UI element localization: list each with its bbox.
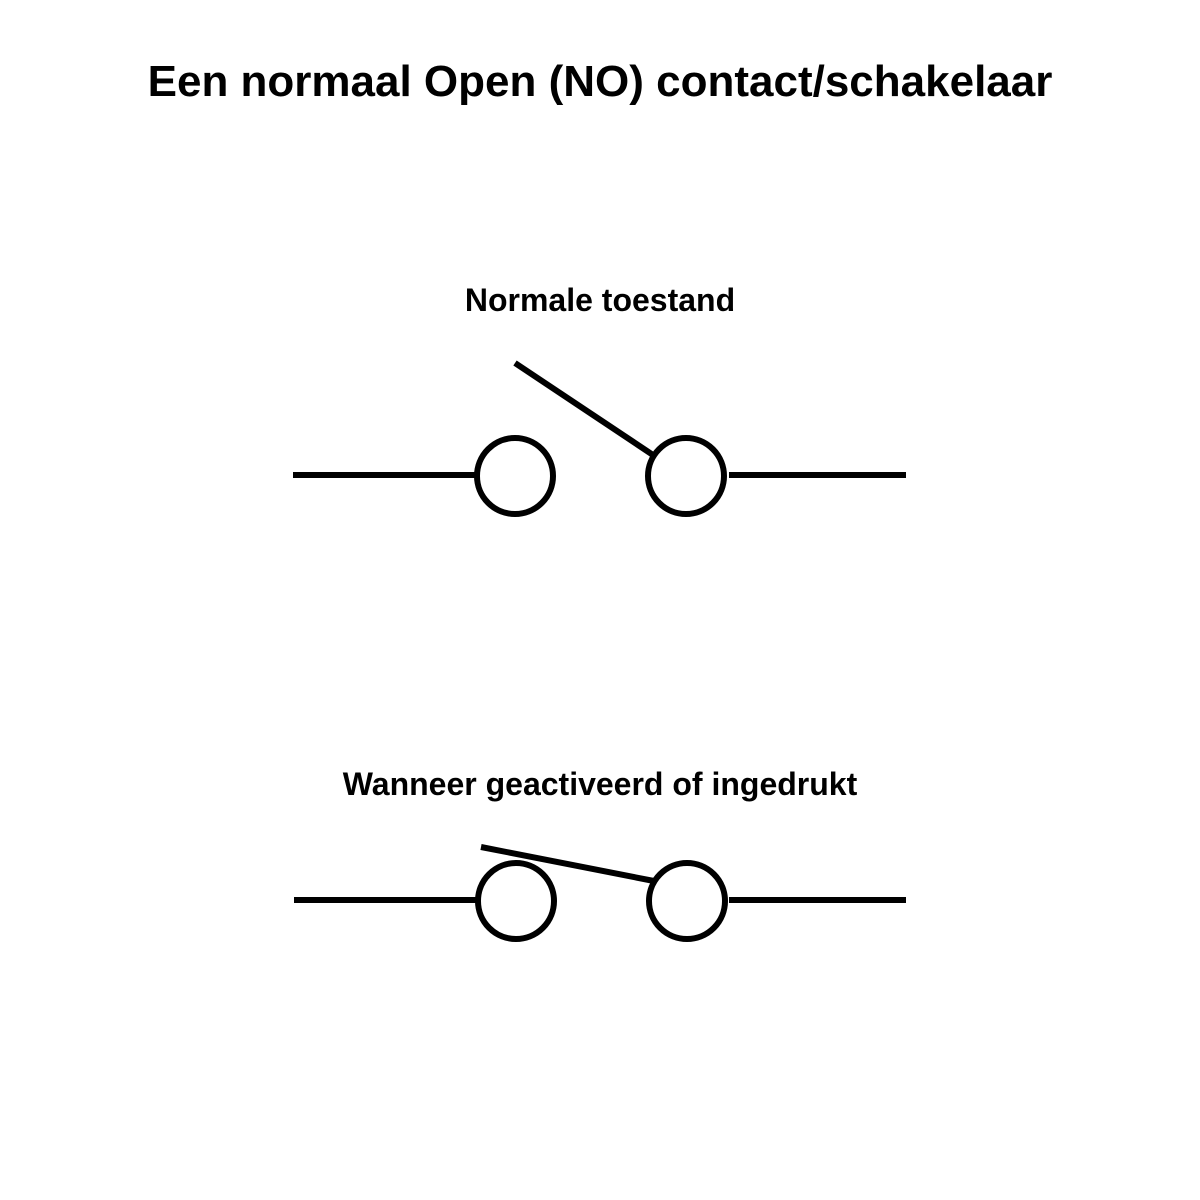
switch-lever-closed [480, 844, 655, 884]
left-contact-terminal [475, 860, 557, 942]
right-contact-terminal [645, 435, 727, 517]
switch-diagram-activated [0, 820, 1200, 1020]
switch-diagram-normal [0, 340, 1200, 540]
switch-lever-open [513, 360, 658, 460]
normal-state-label: Normale toestand [464, 282, 736, 318]
right-contact-terminal [646, 860, 728, 942]
switch-symbol-open [293, 360, 906, 517]
activated-state-label: Wanneer geactiveerd of ingedrukt [342, 766, 858, 802]
left-contact-terminal [474, 435, 556, 517]
page-title: Een normaal Open (NO) contact/schakelaar [147, 57, 1053, 106]
switch-symbol-closed [294, 844, 906, 942]
